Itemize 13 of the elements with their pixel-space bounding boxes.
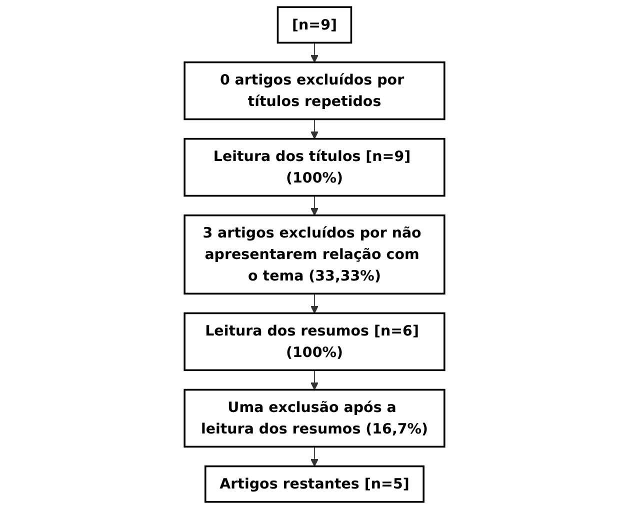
node-box: 0 artigos excluídos por títulos repetidos	[184, 61, 446, 120]
node-box: [n=9]	[276, 6, 352, 44]
arrow	[310, 118, 318, 140]
node-box: Leitura dos resumos [n=6] (100%)	[184, 312, 446, 372]
node-box: Leitura dos títulos [n=9] (100%)	[184, 138, 446, 197]
node-box: Uma exclusão após a leitura dos resumos (16,7%)	[184, 388, 446, 448]
arrow	[310, 370, 318, 390]
node-box: Artigos restantes [n=5]	[204, 465, 424, 503]
arrow	[310, 42, 318, 63]
node-box: 3 artigos excluídos por não apresentarem relação com o tema (33,33%)	[184, 214, 446, 295]
arrow	[310, 446, 318, 467]
arrow	[310, 293, 318, 314]
arrow	[310, 195, 318, 216]
